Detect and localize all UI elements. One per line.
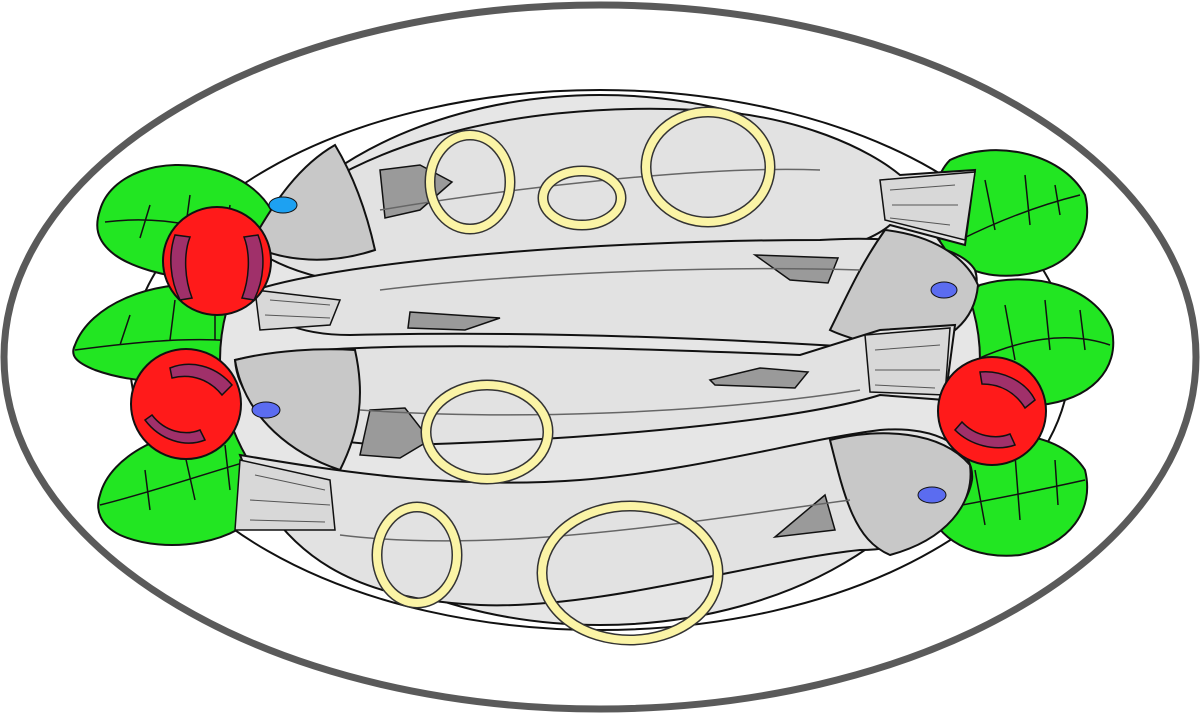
- fish-icon: [234, 428, 974, 607]
- fish-icon: [253, 228, 980, 352]
- fish-eye: [268, 196, 298, 214]
- fish-eye: [251, 401, 281, 419]
- onion-ring-icon: [426, 131, 514, 233]
- onion-ring-icon: [373, 503, 461, 607]
- onion-ring-icon: [539, 167, 625, 229]
- tomato-icon: [162, 206, 272, 316]
- onion-rings: [371, 106, 776, 646]
- onion-ring-icon: [642, 108, 774, 226]
- tomato-icon: [130, 348, 242, 460]
- onion-ring-icon: [422, 381, 552, 483]
- tomatoes: [130, 206, 1047, 466]
- onion-ring-icon: [538, 502, 722, 644]
- fish-eye: [930, 281, 958, 299]
- fish-eye: [917, 486, 947, 504]
- tomato-icon: [937, 356, 1047, 466]
